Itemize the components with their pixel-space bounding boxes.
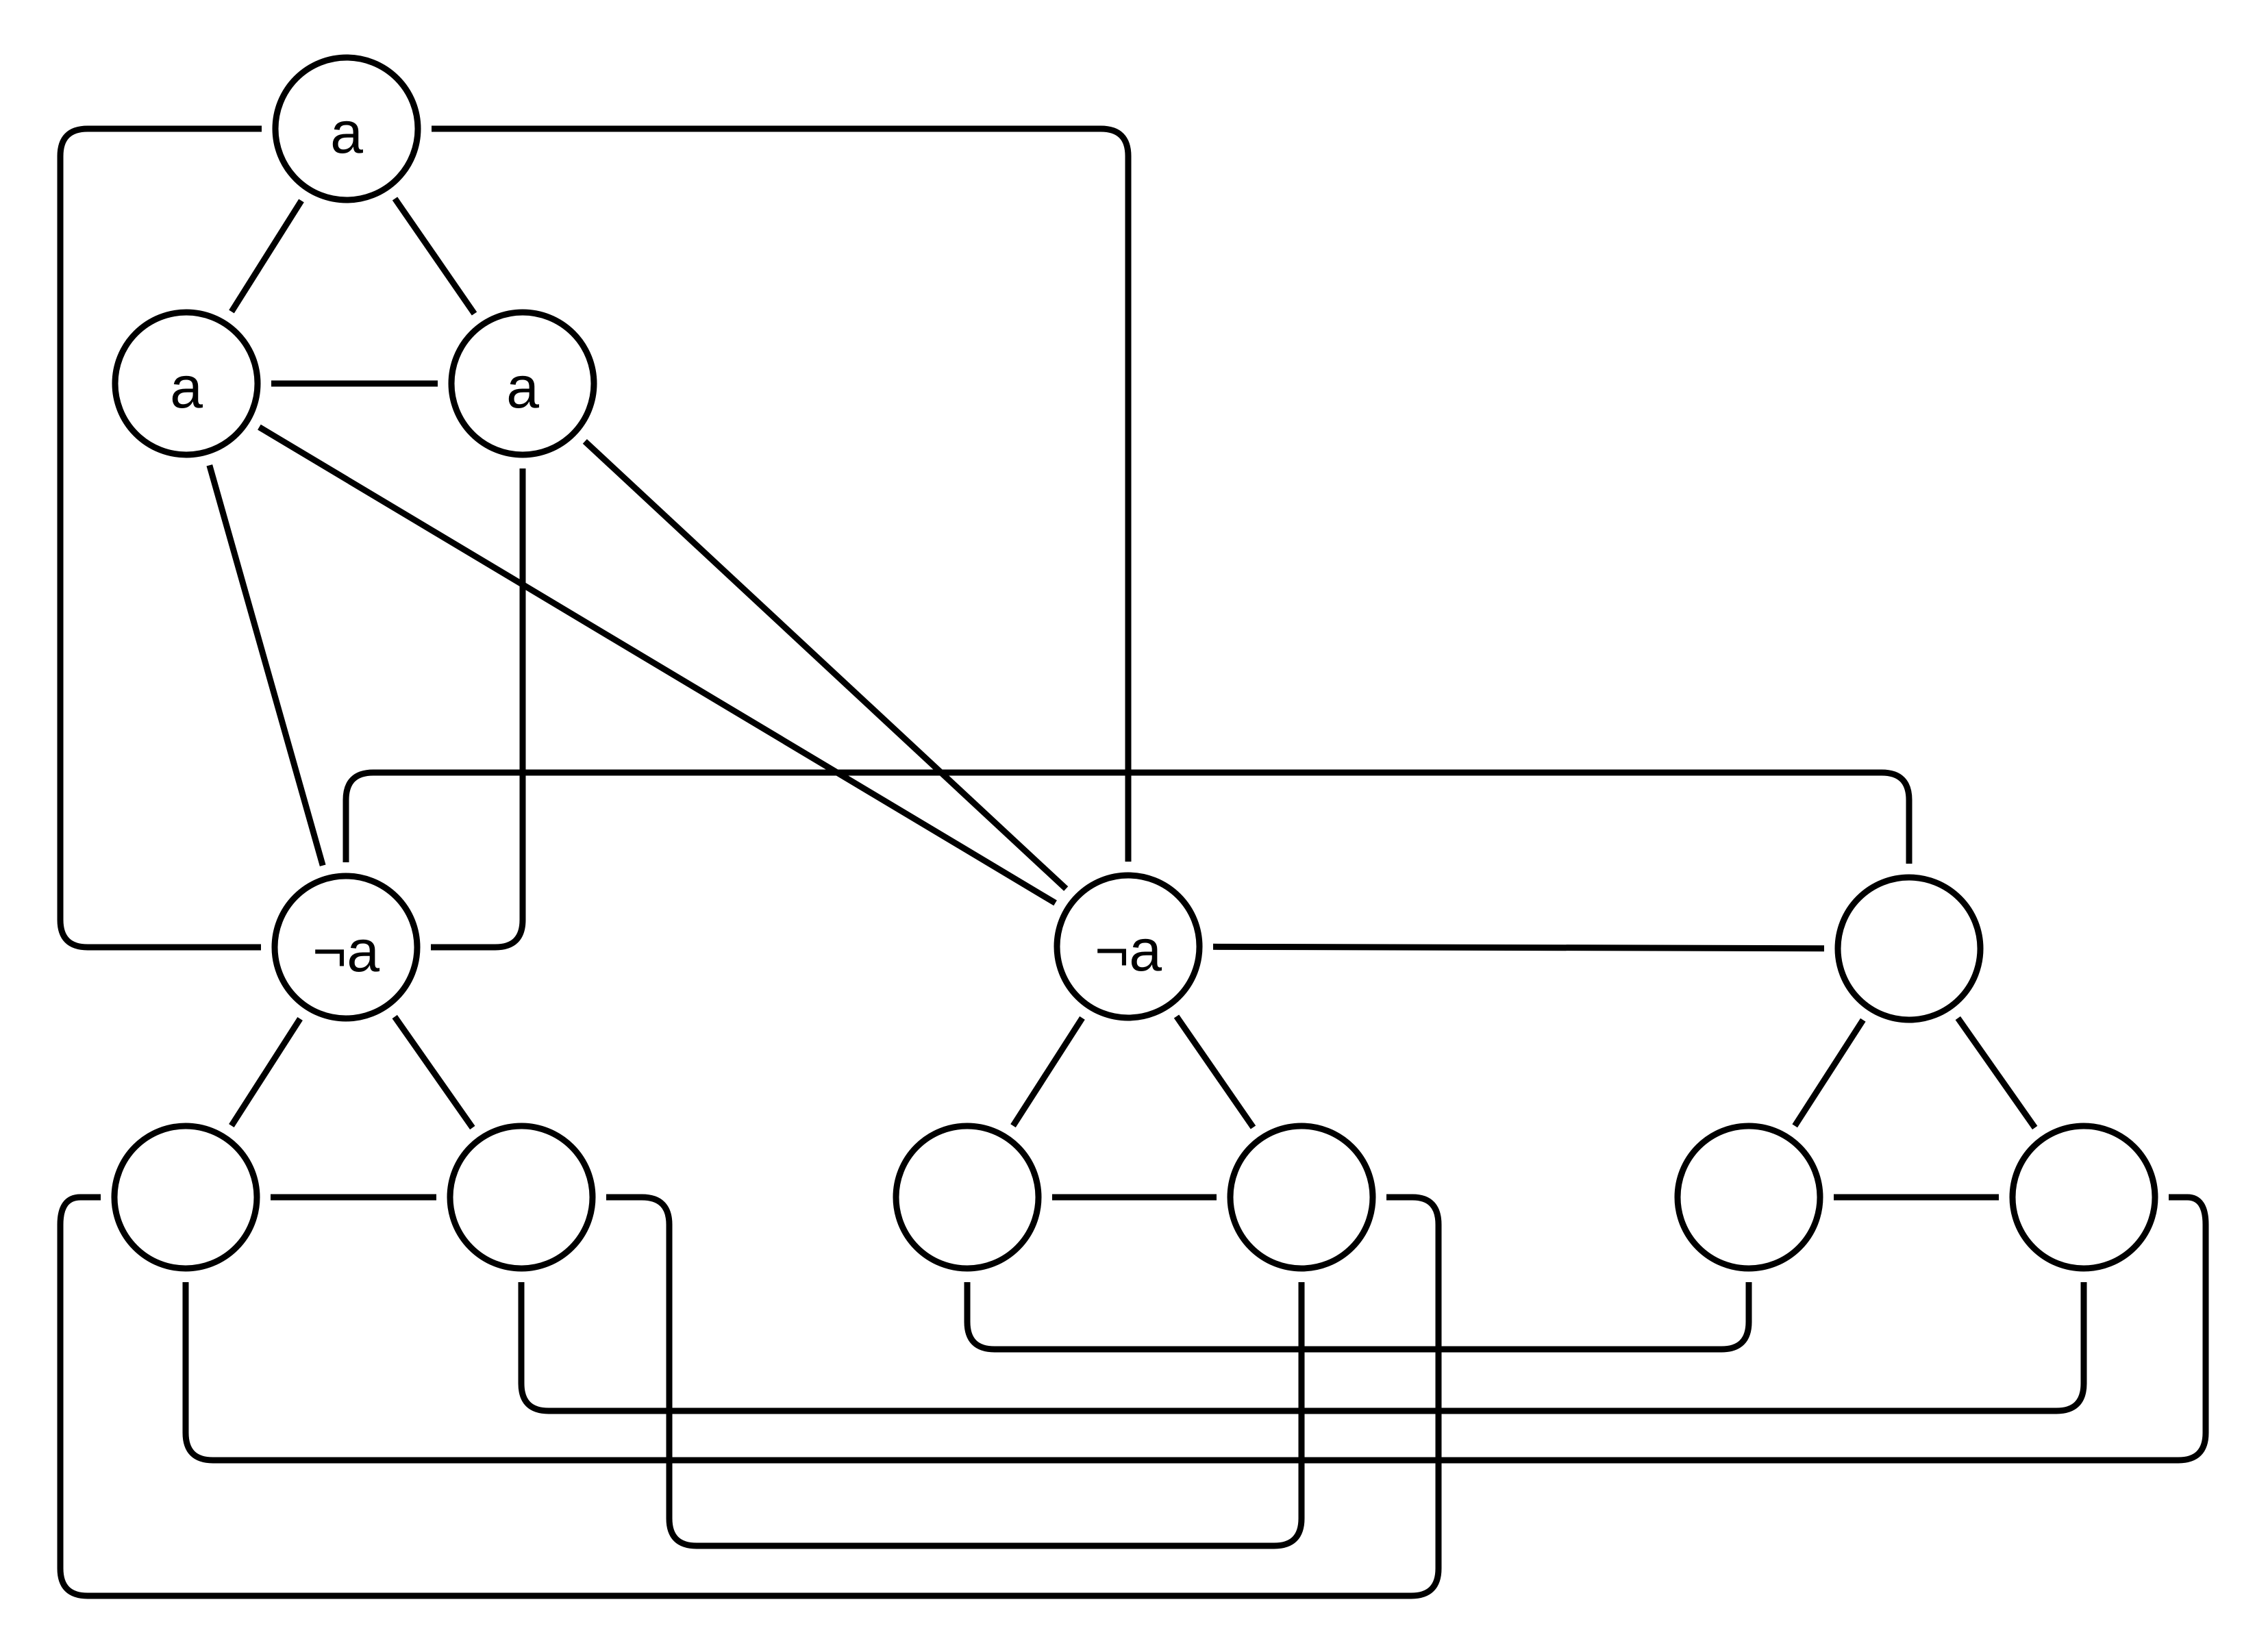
node-circle-c2 bbox=[447, 1123, 596, 1272]
edge-nota-mid-c4 bbox=[1173, 1014, 1256, 1129]
edge-nota-mid-blank-right bbox=[1212, 943, 1825, 952]
edge-a-top-a-left bbox=[229, 199, 304, 314]
node-circle-nota-mid bbox=[1054, 872, 1203, 1021]
node-label-a-left: a bbox=[170, 355, 203, 421]
edge-nota-left-c1 bbox=[229, 1016, 303, 1128]
routed-edge-a-right-nota-left bbox=[431, 468, 526, 951]
graph-node-c1 bbox=[111, 1123, 260, 1272]
edge-a-right-nota-mid bbox=[582, 439, 1069, 891]
edge-blank-right-c6 bbox=[1955, 1016, 2038, 1130]
graph-node-a-top: a bbox=[272, 54, 421, 203]
routed-edge-c3-c5 bbox=[964, 1282, 1752, 1353]
node-circle-a-left bbox=[112, 309, 261, 458]
node-circle-c6 bbox=[2009, 1123, 2158, 1272]
edge-nota-left-c2 bbox=[392, 1014, 475, 1130]
edge-blank-right-c5 bbox=[1792, 1018, 1866, 1128]
graph-node-c5 bbox=[1674, 1123, 1823, 1272]
node-label-nota-mid: ¬a bbox=[1095, 918, 1162, 984]
node-circle-c1 bbox=[111, 1123, 260, 1272]
node-label-nota-left: ¬a bbox=[312, 918, 379, 984]
node-circle-blank-right bbox=[1834, 874, 1984, 1023]
graph-node-c2 bbox=[447, 1123, 596, 1272]
graph-node-c3 bbox=[893, 1123, 1042, 1272]
node-circle-c5 bbox=[1674, 1123, 1823, 1272]
routed-edge-c2-c4 bbox=[606, 1194, 1305, 1549]
node-circle-a-top bbox=[272, 54, 421, 203]
node-circle-c4 bbox=[1227, 1123, 1376, 1272]
graph-node-a-left: a bbox=[112, 309, 261, 458]
node-label-a-top: a bbox=[330, 100, 363, 166]
node-circle-a-right bbox=[448, 309, 597, 458]
node-circle-c3 bbox=[893, 1123, 1042, 1272]
node-label-a-right: a bbox=[506, 355, 539, 421]
edges-layer bbox=[57, 125, 2209, 1599]
graph-node-c6 bbox=[2009, 1123, 2158, 1272]
edge-a-left-nota-left bbox=[206, 464, 326, 866]
routed-edge-c1-c4 bbox=[57, 1194, 1442, 1599]
routed-edge-a-top-nota-mid bbox=[432, 125, 1132, 862]
edge-a-top-a-right bbox=[392, 197, 477, 316]
edge-nota-mid-c3 bbox=[1010, 1016, 1085, 1128]
graph-node-a-right: a bbox=[448, 309, 597, 458]
graph-node-blank-right bbox=[1834, 874, 1984, 1023]
graph-node-nota-left: ¬a bbox=[271, 873, 421, 1022]
routed-edge-nota-left-blank-right bbox=[342, 769, 1913, 864]
graph-node-nota-mid: ¬a bbox=[1054, 872, 1203, 1021]
routed-edge-a-top-nota-left bbox=[57, 125, 262, 951]
edge-a-left-nota-mid bbox=[258, 424, 1057, 906]
node-circle-nota-left bbox=[271, 873, 421, 1022]
routed-edge-c1-c6 bbox=[182, 1194, 2209, 1464]
graph-node-c4 bbox=[1227, 1123, 1376, 1272]
nodes-layer: a a a ¬a ¬a bbox=[111, 54, 2158, 1272]
